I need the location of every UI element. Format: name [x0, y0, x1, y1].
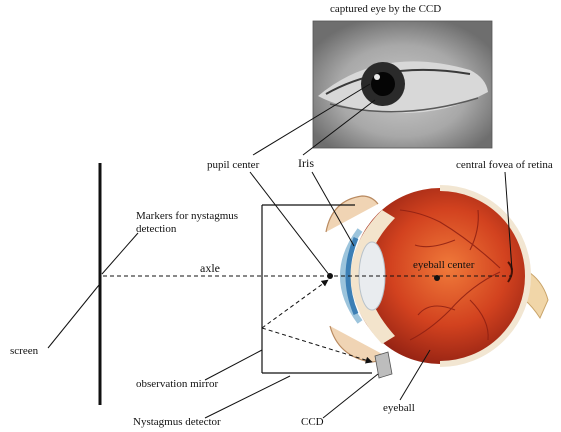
iris-label: Iris — [298, 157, 314, 170]
ray-upper — [262, 280, 328, 328]
eyeball-center-label: eyeball center — [413, 259, 474, 272]
observation-mirror-label: observation mirror — [136, 378, 218, 391]
leader-mirror — [205, 350, 262, 380]
leader-screen — [48, 285, 99, 348]
captured-eye-caption: captured eye by the CCD — [330, 3, 441, 16]
nystagmus-detector-label: Nystagmus detector — [133, 416, 221, 429]
screen-label: screen — [10, 345, 38, 358]
leader-ccd — [323, 374, 378, 418]
captured-eye-photo — [313, 21, 492, 148]
leader-markers — [102, 233, 138, 274]
central-fovea-label: central fovea of retina — [456, 159, 553, 172]
markers-label: Markers for nystagmus detection — [136, 210, 246, 236]
pupil-center-label: pupil center — [207, 159, 259, 172]
eyeball-label: eyeball — [383, 402, 415, 415]
axle-label: axle — [200, 262, 220, 275]
ccd-label: CCD — [301, 416, 324, 429]
